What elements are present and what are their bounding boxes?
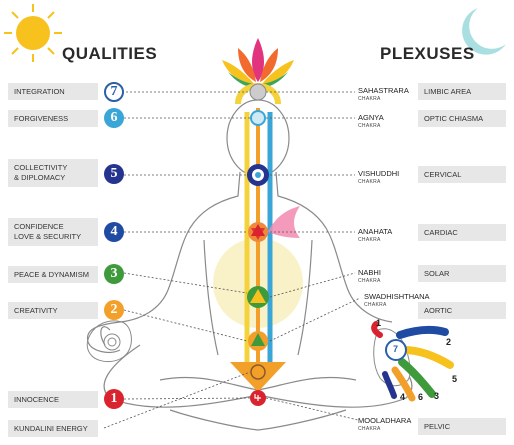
quality-number-5: 5 — [104, 164, 124, 184]
anahata-chakra — [248, 222, 268, 242]
quality-innocence: INNOCENCE — [8, 391, 98, 408]
quality-integration: INTEGRATION — [8, 83, 98, 100]
quality-kundalini: KUNDALINI ENERGY — [8, 420, 98, 437]
swastika-icon — [254, 394, 261, 401]
quality-number-2: 2 — [104, 300, 124, 320]
plexus-pelvic: PELVIC — [418, 418, 506, 435]
finger-label-1: 1 — [376, 318, 382, 328]
quality-forgiveness: FORGIVENESS — [8, 110, 98, 127]
sacrum-triangle — [230, 362, 286, 392]
sun-icon — [4, 4, 62, 62]
finger-label-7: 7 — [393, 344, 399, 354]
finger-label-3: 3 — [434, 391, 440, 401]
connector-lines — [103, 91, 361, 429]
quality-confidence: CONFIDENCE LOVE & SECURITY — [8, 218, 98, 246]
kundalini-coil — [250, 364, 266, 380]
plexus-solar: SOLAR — [418, 265, 506, 282]
quality-creativity: CREATIVITY — [8, 302, 98, 319]
finger-label-5: 5 — [452, 374, 458, 384]
lotus-icon — [222, 38, 294, 88]
finger-label-2: 2 — [446, 337, 452, 347]
quality-number-4: 4 — [104, 222, 124, 242]
quality-peace: PEACE & DYNAMISM — [8, 266, 98, 283]
vishuddhi-chakra — [247, 164, 269, 186]
swadhishthana-chakra — [248, 331, 268, 351]
mooladhara-chakra — [250, 390, 266, 406]
quality-number-1: 1 — [104, 389, 124, 409]
sahastrara-chakra — [249, 83, 267, 101]
right-hand-fingers — [371, 321, 454, 402]
moon-icon — [462, 8, 506, 55]
plexus-cardiac: CARDIAC — [418, 224, 506, 241]
quality-number-3: 3 — [104, 264, 124, 284]
agnya-chakra — [250, 110, 266, 126]
quality-number-7: 7 — [104, 82, 124, 102]
plexus-limbic: LIMBIC AREA — [418, 83, 506, 100]
left-hand — [86, 320, 132, 362]
finger-label-4: 4 — [400, 392, 406, 402]
plexus-optic: OPTIC CHIASMA — [418, 110, 506, 127]
quality-number-6: 6 — [104, 108, 124, 128]
quality-collectivity: COLLECTIVITY & DIPLOMACY — [8, 159, 98, 187]
heart-flame — [268, 206, 300, 238]
qualities-heading: QUALITIES — [62, 44, 158, 63]
nabhi-chakra — [247, 286, 269, 308]
plexuses-heading: PLEXUSES — [380, 44, 475, 63]
finger-label-6: 6 — [418, 392, 424, 402]
plexus-cervical: CERVICAL — [418, 166, 506, 183]
plexus-aortic: AORTIC — [418, 302, 506, 319]
